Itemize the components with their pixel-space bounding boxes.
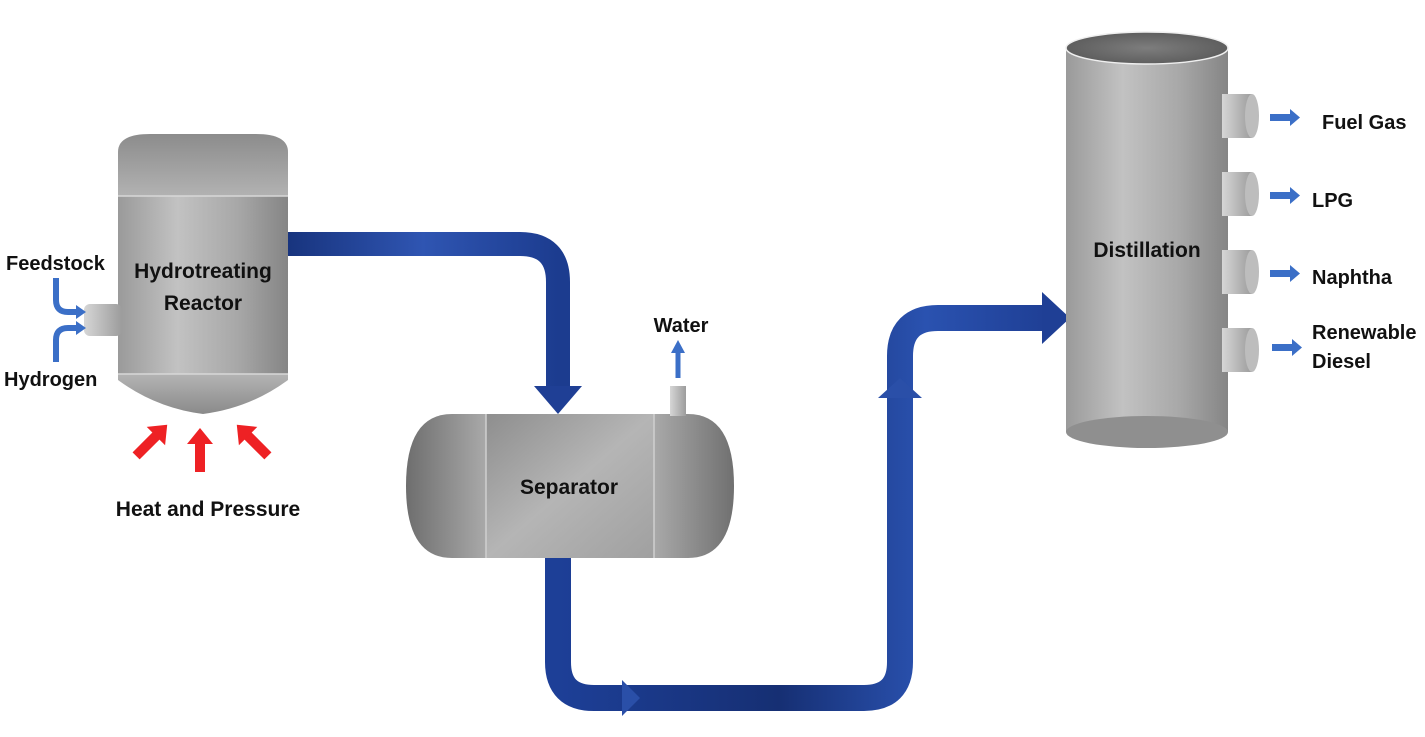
- hydrogen-inlet-arrow: [53, 321, 86, 362]
- feedstock-inlet-arrow: [53, 278, 86, 319]
- flow-arrowhead: [622, 680, 640, 716]
- column-outlet-nozzle: [1222, 172, 1259, 216]
- distillation-column: Distillation: [1065, 31, 1259, 448]
- hydrotreating-reactor: Hydrotreating Reactor: [84, 134, 288, 414]
- blue-arrow-icon: [1270, 265, 1300, 282]
- reactor-label-line1: Hydrotreating: [134, 260, 272, 283]
- heat-pressure-label: Heat and Pressure: [116, 498, 300, 521]
- column-outlet-nozzle: [1222, 94, 1259, 138]
- flow-arrowhead: [878, 378, 922, 398]
- pipe-separator-to-distillation: [545, 292, 1070, 716]
- blue-arrow-icon: [1272, 339, 1302, 356]
- flow-arrowhead: [534, 386, 582, 414]
- column-outlet-nozzle: [1222, 328, 1259, 372]
- pipe-reactor-to-separator: [288, 232, 582, 414]
- separator-label: Separator: [520, 476, 618, 499]
- red-arrow-icon: [236, 424, 272, 460]
- red-arrow-icon: [132, 424, 168, 460]
- reactor-inlet-nozzle: [84, 304, 122, 336]
- distillation-label: Distillation: [1093, 239, 1200, 262]
- flow-arrowhead: [1042, 292, 1070, 344]
- blue-arrow-icon: [1270, 109, 1300, 126]
- heat-arrows: [132, 424, 272, 472]
- hydrogen-label: Hydrogen: [4, 369, 97, 391]
- feedstock-label: Feedstock: [6, 253, 106, 275]
- water-outlet-arrow: [671, 340, 685, 378]
- separator-vessel: Separator: [406, 386, 734, 558]
- red-arrow-icon: [187, 428, 213, 472]
- reactor-label-line2: Reactor: [164, 292, 242, 315]
- blue-arrow-icon: [1270, 187, 1300, 204]
- water-label: Water: [654, 315, 709, 337]
- product-renewable-diesel-label-line2: Diesel: [1312, 351, 1371, 373]
- product-renewable-diesel-label-line1: Renewable: [1312, 322, 1416, 344]
- water-outlet-nozzle: [670, 386, 686, 416]
- column-outlet-nozzle: [1222, 250, 1259, 294]
- product-lpg-label: LPG: [1312, 190, 1353, 212]
- product-fuel-gas-label: Fuel Gas: [1322, 112, 1406, 134]
- product-naphtha-label: Naphtha: [1312, 267, 1393, 289]
